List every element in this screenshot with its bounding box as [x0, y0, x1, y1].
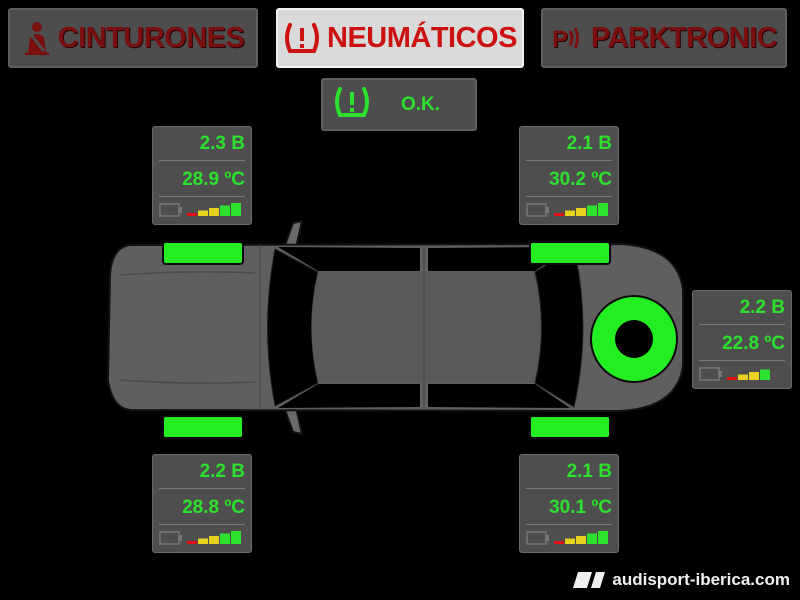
signal-bar	[749, 372, 759, 380]
signal-strength-icon	[187, 203, 241, 216]
tire-temperature: 30.2 ºC	[549, 169, 612, 190]
battery-icon	[526, 203, 549, 217]
tab-label: CINTURONES	[57, 21, 245, 54]
status-text: O.K.	[401, 93, 441, 115]
divider	[699, 360, 785, 361]
tire-temperature: 22.8 ºC	[722, 333, 785, 354]
signal-bar	[198, 210, 208, 216]
signal-bar	[727, 377, 737, 380]
tab-parktronic[interactable]: P PARKTRONIC	[541, 8, 787, 68]
signal-bar	[598, 531, 608, 544]
signal-bar	[576, 536, 586, 544]
tab-cinturones[interactable]: CINTURONES	[8, 8, 258, 68]
tire-front-left[interactable]	[162, 241, 244, 265]
signal-bar	[576, 208, 586, 216]
tire-info-rear-left: 2.1 B 30.2 ºC	[519, 126, 619, 225]
signal-bar	[187, 213, 197, 216]
signal-bar	[209, 536, 219, 544]
tab-neumaticos[interactable]: NEUMÁTICOS	[276, 8, 524, 68]
seatbelt-icon	[22, 21, 52, 55]
signal-strength-icon	[727, 369, 770, 380]
signal-strength-icon	[554, 203, 608, 216]
divider	[526, 488, 612, 489]
divider	[159, 524, 245, 525]
parking-sensor-icon: P	[551, 23, 585, 53]
tire-info-front-left: 2.3 B 28.9 ºC	[152, 126, 252, 225]
divider	[159, 160, 245, 161]
tire-front-right[interactable]	[162, 415, 244, 439]
tire-temperature: 28.8 ºC	[182, 497, 245, 518]
battery-icon	[699, 367, 722, 381]
battery-icon	[159, 203, 182, 217]
tire-rear-left[interactable]	[529, 241, 611, 265]
signal-bar	[554, 213, 564, 216]
tire-temperature: 28.9 ºC	[182, 169, 245, 190]
signal-bar	[231, 203, 241, 216]
divider	[159, 196, 245, 197]
tire-pressure-ok-icon	[333, 85, 371, 124]
tire-pressure: 2.1 B	[566, 133, 612, 154]
audisport-logo-icon	[573, 572, 606, 588]
tire-pressure: 2.3 B	[199, 133, 245, 154]
signal-bar	[231, 531, 241, 544]
divider	[526, 160, 612, 161]
signal-strength-icon	[554, 531, 608, 544]
signal-bar	[565, 210, 575, 216]
tire-pressure: 2.1 B	[566, 461, 612, 482]
tire-pressure: 2.2 B	[739, 297, 785, 318]
tire-pressure: 2.2 B	[199, 461, 245, 482]
signal-bar	[198, 538, 208, 544]
battery-icon	[526, 531, 549, 545]
tire-pressure-warning-icon	[283, 21, 321, 55]
tire-info-rear-right: 2.1 B 30.1 ºC	[519, 454, 619, 553]
watermark-text: audisport-iberica.com	[612, 570, 790, 589]
signal-strength-icon	[187, 531, 241, 544]
car-top-view	[106, 219, 684, 436]
tab-label: PARKTRONIC	[590, 21, 778, 54]
signal-bar	[587, 205, 597, 216]
tire-rear-right[interactable]	[529, 415, 611, 439]
signal-bar	[598, 203, 608, 216]
signal-bar	[220, 205, 230, 216]
divider	[526, 524, 612, 525]
signal-bar	[187, 541, 197, 544]
battery-icon	[159, 531, 182, 545]
tire-info-front-right: 2.2 B 28.8 ºC	[152, 454, 252, 553]
divider	[699, 324, 785, 325]
signal-bar	[565, 538, 575, 544]
watermark: audisport-iberica.com	[572, 570, 790, 590]
signal-bar	[738, 374, 748, 380]
tab-label: NEUMÁTICOS	[327, 21, 517, 54]
divider	[526, 196, 612, 197]
signal-bar	[760, 369, 770, 380]
tire-temperature: 30.1 ºC	[549, 497, 612, 518]
signal-bar	[209, 208, 219, 216]
signal-bar	[554, 541, 564, 544]
signal-bar	[220, 533, 230, 544]
spare-tire[interactable]	[588, 293, 680, 385]
divider	[159, 488, 245, 489]
signal-bar	[587, 533, 597, 544]
tire-info-spare: 2.2 B 22.8 ºC	[692, 290, 792, 389]
tire-status-indicator: O.K.	[321, 78, 477, 131]
svg-text:P: P	[552, 26, 568, 53]
